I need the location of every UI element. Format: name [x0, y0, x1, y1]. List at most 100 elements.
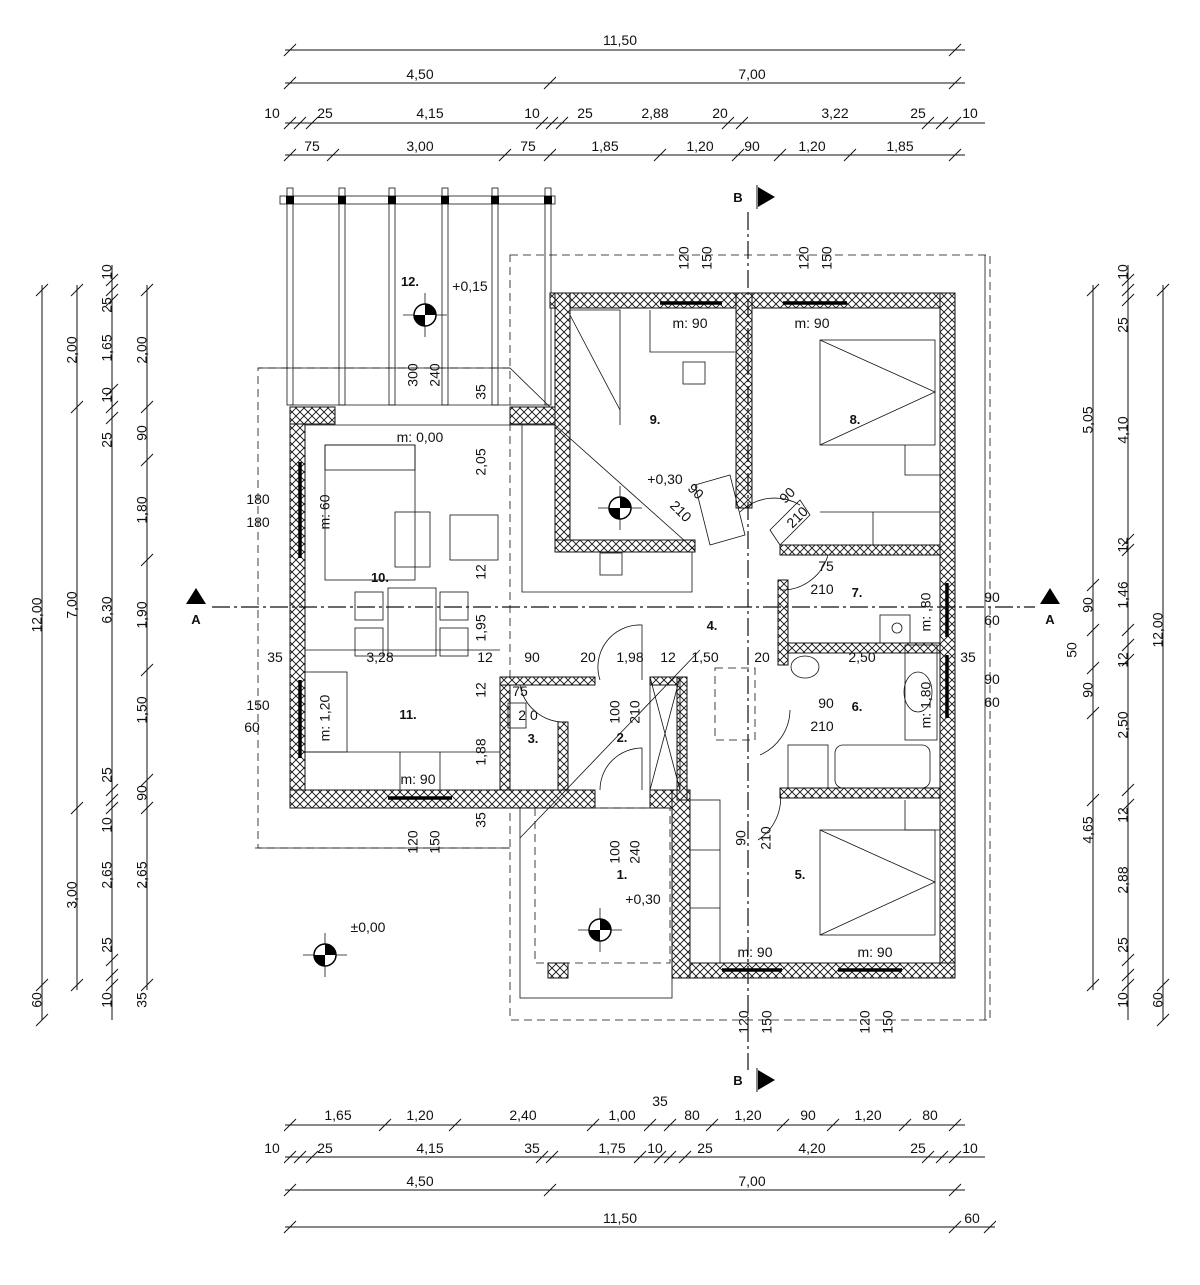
annotation-label: 180: [246, 514, 270, 530]
windows: [298, 301, 949, 972]
annotation-label: 150: [246, 697, 270, 713]
dimension-label: 7,00: [64, 591, 80, 618]
annotation-label: 240: [627, 840, 643, 864]
section-lines: [186, 185, 1060, 1092]
dimension-label: 3,22: [821, 105, 848, 121]
annotation-label: m: 90: [400, 771, 435, 787]
annotation-label: 150: [427, 830, 443, 854]
level-marker-icon: [403, 293, 447, 337]
dimension-label: 60: [1150, 992, 1166, 1008]
dimension-label: 1,20: [406, 1107, 433, 1123]
section-mark-label: A: [191, 612, 201, 627]
dimension-label: 25: [99, 432, 115, 448]
dimension-label: 12,00: [29, 597, 45, 632]
walls: [289, 292, 956, 979]
dimension-label: 2,88: [1115, 866, 1131, 893]
room-label: +0,30: [647, 471, 683, 487]
dimension-label: 1,65: [99, 334, 115, 361]
room-label: 7.: [852, 585, 863, 600]
dimension-label: 4,65: [1080, 816, 1096, 843]
dimension-label: 12: [1115, 537, 1131, 553]
annotation-label: 100: [607, 840, 623, 864]
room-label: 1.: [617, 867, 628, 882]
dimension-label: 2,65: [134, 861, 150, 888]
dimension-label: 80: [684, 1107, 700, 1123]
dimension-label: 25: [99, 767, 115, 783]
annotation-label: 210: [667, 497, 695, 525]
annotation-label: 35: [473, 384, 489, 400]
dimension-label: 7,00: [738, 1173, 765, 1189]
annotation-label: 75: [512, 683, 528, 699]
annotation-label: 180: [246, 491, 270, 507]
dimension-label: 10: [1115, 992, 1131, 1008]
dimension-label: 25: [910, 1140, 926, 1156]
annotation-label: 120: [796, 246, 812, 270]
dimension-label: 12,00: [1150, 612, 1166, 647]
room-label: ±0,00: [351, 919, 386, 935]
room-label: 10.: [371, 570, 389, 585]
dimension-label: 4,15: [416, 105, 443, 121]
dimension-label: 90: [134, 425, 150, 441]
dimension-label: 3,00: [406, 138, 433, 154]
dimension-label: 4,20: [798, 1140, 825, 1156]
dimension-label: 10: [264, 1140, 280, 1156]
dimension-label: 25: [99, 297, 115, 313]
annotation-label: 90: [685, 480, 707, 502]
room-label: 3.: [528, 731, 539, 746]
dimension-label: 25: [317, 1140, 333, 1156]
room-label: 11.: [399, 707, 416, 722]
dimension-label: 12: [1115, 807, 1131, 823]
dimension-lines: [35, 43, 1170, 1234]
annotation-label: 12: [473, 682, 489, 698]
annotation-label: 210: [627, 700, 643, 724]
annotation-label: 90: [984, 589, 1000, 605]
dimension-label: 75: [304, 138, 320, 154]
dimension-label: 2,00: [64, 336, 80, 363]
dimension-label: 35: [652, 1093, 668, 1109]
annotation-label: 90: [984, 671, 1000, 687]
dimension-label: 3,00: [64, 881, 80, 908]
dimension-label: 1,80: [134, 496, 150, 523]
dimension-label: 1,50: [134, 696, 150, 723]
dimension-label: 60: [964, 1210, 980, 1226]
dimension-label: 25: [577, 105, 593, 121]
dimension-label: 6,30: [99, 596, 115, 623]
room-label: +0,30: [625, 891, 661, 907]
annotation-label: 60: [984, 694, 1000, 710]
dimension-label: 1,85: [591, 138, 618, 154]
annotation-label: 12: [473, 564, 489, 580]
level-marker-icon: [303, 933, 347, 977]
dimension-label: 4,50: [406, 1173, 433, 1189]
dimension-label: 1,75: [598, 1140, 625, 1156]
dimension-label: 90: [1080, 682, 1096, 698]
annotation-label: 300: [405, 363, 421, 387]
dimension-label: 11,50: [603, 1210, 637, 1226]
section-mark-label: B: [733, 1073, 742, 1088]
annotation-label: 210: [783, 503, 811, 531]
annotation-label: 1,88: [473, 738, 489, 765]
annotation-label: 2,50: [848, 649, 875, 665]
dimension-label: 1,20: [686, 138, 713, 154]
dimension-label: 2,50: [1115, 711, 1131, 738]
annotation-label: 20: [754, 649, 770, 665]
dimension-label: 90: [1080, 597, 1096, 613]
annotation-label: 120: [676, 246, 692, 270]
dimension-label: 10: [647, 1140, 663, 1156]
annotation-label: 90: [776, 484, 798, 506]
annotation-label: 150: [819, 246, 835, 270]
annotation-label: m: 90: [672, 315, 707, 331]
dimension-label: 20: [712, 105, 728, 121]
room-label: +0,15: [452, 278, 488, 294]
dimension-label: 2,65: [99, 861, 115, 888]
dimension-label: 4,15: [416, 1140, 443, 1156]
annotation-label: m: 1,20: [317, 694, 333, 741]
interior-lines: [304, 309, 940, 964]
annotation-label: 60: [244, 719, 260, 735]
annotation-label: 60: [984, 612, 1000, 628]
level-markers: [303, 293, 642, 977]
dimension-label: 11,50: [603, 32, 637, 48]
dimension-label: 2,88: [641, 105, 668, 121]
dimension-label: 25: [1115, 937, 1131, 953]
dimension-label: 1,85: [886, 138, 913, 154]
